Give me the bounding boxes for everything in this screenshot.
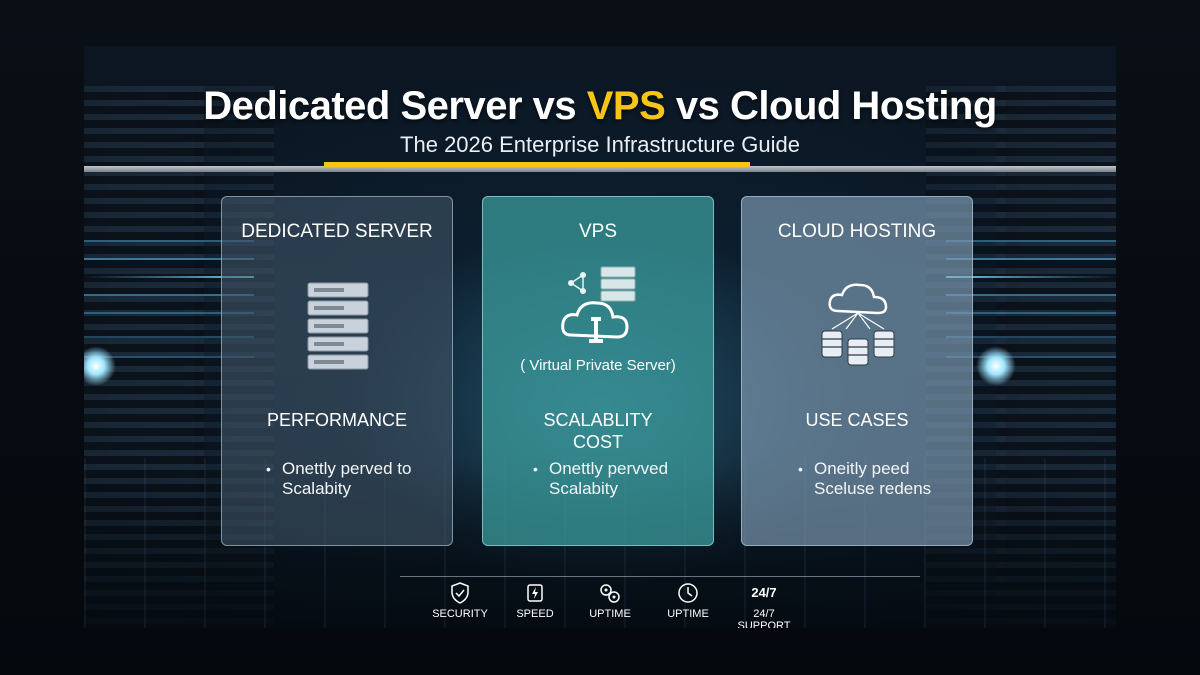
speed-icon	[527, 584, 543, 602]
title-accent: VPS	[586, 84, 666, 128]
support-24-7-icon: 24/7	[751, 585, 777, 600]
bullet-line-1: Oneitly peed	[814, 459, 910, 478]
card-label: SCALABLITY COST	[483, 409, 713, 453]
card-label-line-1: USE CASES	[805, 410, 909, 430]
card-label-line-1: SCALABLITY	[543, 410, 653, 430]
server-rack-icon	[307, 282, 369, 370]
circuit-lines-left	[84, 276, 254, 278]
feature-label: SECURITY	[432, 608, 488, 620]
bullet-dot: •	[798, 461, 803, 477]
title-part-1: Dedicated Server vs	[203, 84, 587, 128]
light-glow-right	[976, 346, 1016, 386]
feature-uptime: UPTIME	[580, 582, 640, 620]
bullet-line-2: Scalabity	[282, 479, 351, 498]
feature-label: 24/7 SUPPORT	[737, 608, 791, 628]
card-bullets: • Onettly pervved Scalabity	[533, 459, 703, 499]
title-divider	[84, 166, 1116, 172]
card-bullets: • Onettly perved to Scalabity	[266, 459, 442, 499]
card-heading: DEDICATED SERVER	[241, 221, 433, 242]
shield-icon	[451, 582, 469, 604]
card-label: USE CASES	[742, 409, 972, 431]
card-label-line-2: COST	[572, 432, 623, 452]
hero-banner: Dedicated Server vs VPS vs Cloud Hosting…	[84, 46, 1116, 628]
title-part-2: vs Cloud Hosting	[665, 84, 997, 128]
feature-uptime-clock: UPTIME	[660, 582, 716, 620]
card-bullets: • Oneitly peed Sceluse redens	[798, 459, 962, 499]
bullet-dot: •	[266, 461, 271, 477]
card-heading: VPS	[578, 221, 618, 242]
bullet-line-1: Onettly perved to	[282, 459, 412, 478]
page-subtitle: The 2026 Enterprise Infrastructure Guide	[400, 132, 800, 157]
bullet-line-2: Sceluse redens	[814, 479, 932, 498]
feature-support: 24/7 24/7 SUPPORT	[726, 582, 802, 628]
circuit-lines-right	[946, 276, 1116, 278]
page-title: Dedicated Server vs VPS vs Cloud Hosting	[84, 84, 1116, 129]
uptime-gears-icon	[600, 584, 620, 603]
card-heading: CLOUD HOSTING	[777, 221, 937, 242]
card-dedicated-server: DEDICATED SERVER PERFORMANCE • Onettly pe…	[221, 196, 453, 546]
cloud-database-icon	[821, 283, 895, 366]
cloud-network-icon	[561, 266, 636, 343]
light-glow-left	[84, 346, 116, 386]
card-cloud-hosting: CLOUD HOSTING USE CASES • Oneitly peed	[741, 196, 973, 546]
feature-label: UPTIME	[667, 608, 709, 620]
title-divider-accent	[324, 162, 750, 167]
card-label-line-1: PERFORMANCE	[266, 410, 407, 430]
card-subtext: ( Virtual Private Server)	[520, 357, 676, 374]
feature-speed: SPEED	[510, 582, 560, 620]
card-label: PERFORMANCE	[222, 409, 452, 431]
feature-security: SECURITY	[430, 582, 490, 620]
feature-label: SPEED	[516, 608, 554, 620]
clock-icon	[678, 583, 698, 603]
feature-divider	[400, 576, 920, 577]
bullet-line-2: Scalabity	[549, 479, 618, 498]
feature-label: UPTIME	[589, 608, 631, 620]
card-vps: VPS ( Virtual Private Server) SCALABLITY…	[482, 196, 714, 546]
bullet-line-1: Onettly pervved	[549, 459, 669, 478]
bullet-dot: •	[533, 461, 538, 477]
